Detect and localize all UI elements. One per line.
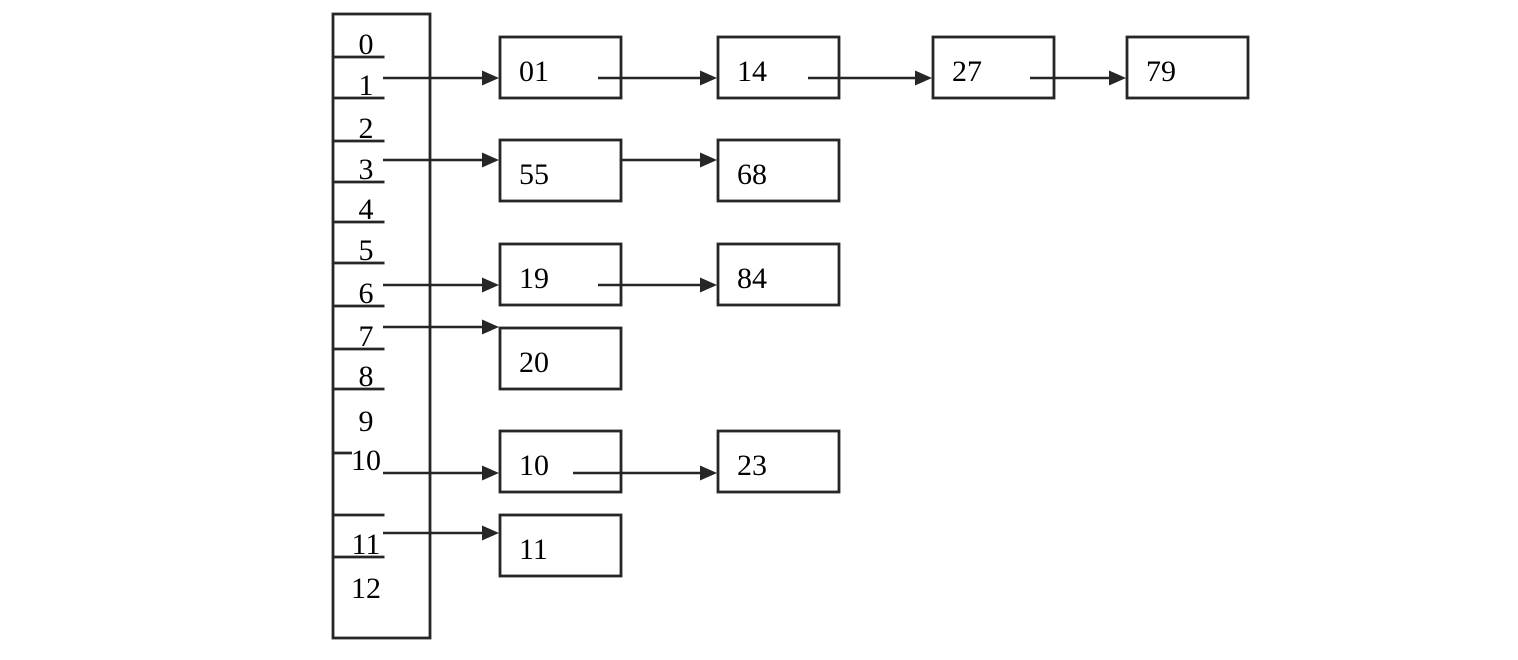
- chain-slot-7: 20: [383, 319, 623, 391]
- slot-index-label: 12: [351, 572, 381, 605]
- next-pointer-arrow: [598, 70, 717, 86]
- chain-node-value: 84: [737, 262, 767, 295]
- arrowhead-icon: [700, 70, 717, 86]
- chain-node-box: [498, 326, 623, 391]
- arrowhead-icon: [700, 277, 717, 293]
- next-pointer-arrow: [573, 465, 717, 481]
- chain-slot-11: 11: [383, 513, 623, 578]
- bucket-pointer-arrow: [383, 465, 499, 481]
- next-pointer-arrow: [620, 152, 717, 168]
- chain-node-box: [498, 138, 623, 203]
- slot-index-label: 1: [359, 69, 374, 102]
- slot-index-label: 11: [352, 528, 381, 561]
- chain-node-value: 20: [519, 346, 549, 379]
- arrowhead-icon: [482, 465, 499, 481]
- bucket-pointer-arrow: [383, 277, 499, 293]
- chain-node-value: 14: [737, 55, 767, 88]
- arrowhead-icon: [482, 152, 499, 168]
- slot-index-label: 6: [359, 277, 374, 310]
- chain-node-box: [716, 35, 841, 100]
- chain-node-value: 10: [519, 449, 549, 482]
- slot-index-label: 7: [359, 320, 374, 353]
- chain-node-value: 27: [952, 55, 982, 88]
- slot-index-label: 0: [359, 28, 374, 61]
- chain-node-box: [498, 35, 623, 100]
- chain-node-box: [716, 242, 841, 307]
- chain-node-box: [498, 429, 623, 494]
- bucket-pointer-arrow: [383, 319, 499, 335]
- chain-node-box: [498, 513, 623, 578]
- slot-index-label: 4: [359, 193, 374, 226]
- next-pointer-arrow: [598, 277, 717, 293]
- slot-index-label: 9: [359, 405, 374, 438]
- chain-node-value: 01: [519, 55, 549, 88]
- chain-node-box: [931, 35, 1056, 100]
- bucket-pointer-arrow: [383, 525, 499, 541]
- chain-node-box: [1125, 35, 1250, 100]
- chain-node-value: 19: [519, 262, 549, 295]
- bucket-pointer-arrow: [383, 70, 499, 86]
- arrowhead-icon: [482, 525, 499, 541]
- chain-node-value: 68: [737, 158, 767, 191]
- chain-node-value: 23: [737, 449, 767, 482]
- arrowhead-icon: [1109, 70, 1126, 86]
- chain-node-value: 55: [519, 158, 549, 191]
- chain-node-box: [716, 429, 841, 494]
- slot-index-label: 5: [359, 234, 374, 267]
- slot-index-label: 2: [359, 112, 374, 145]
- slot-index-label: 10: [351, 444, 381, 477]
- slot-index-label: 8: [359, 360, 374, 393]
- bucket-pointer-arrow: [383, 152, 499, 168]
- arrowhead-icon: [700, 152, 717, 168]
- slot-index-label: 3: [359, 153, 374, 186]
- next-pointer-arrow: [1030, 70, 1126, 86]
- next-pointer-arrow: [808, 70, 932, 86]
- arrowhead-icon: [482, 277, 499, 293]
- arrowhead-icon: [482, 319, 499, 335]
- arrowhead-icon: [482, 70, 499, 86]
- chain-slot-10: 10 23: [383, 429, 841, 494]
- chain-node-value: 79: [1146, 55, 1176, 88]
- arrowhead-icon: [915, 70, 932, 86]
- chain-slot-1: 01 14 27 79: [383, 35, 1250, 100]
- chain-node-box: [498, 242, 623, 307]
- chain-slot-3: 55 68: [383, 138, 841, 203]
- chain-node-value: 11: [519, 533, 548, 566]
- chain-node-box: [716, 138, 841, 203]
- arrowhead-icon: [700, 465, 717, 481]
